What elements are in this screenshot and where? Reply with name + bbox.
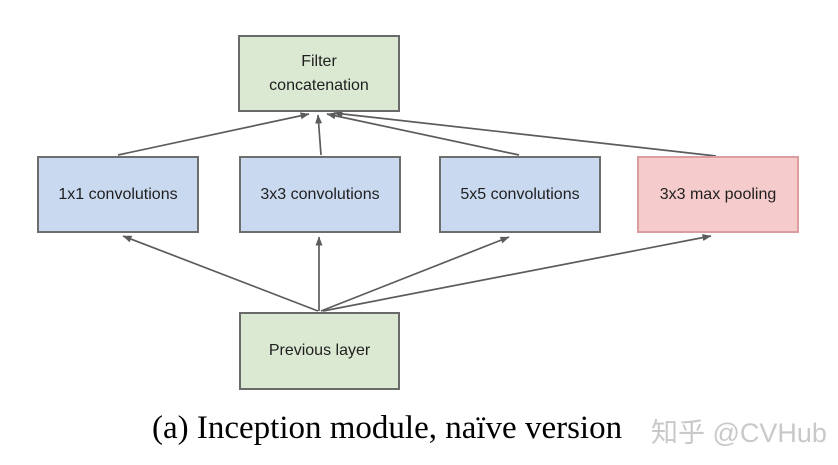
node-label: Filter concatenation	[269, 53, 369, 94]
watermark: 知乎 @CVHub	[651, 418, 827, 448]
node-3x3-convolutions: 3x3 convolutions	[239, 156, 401, 233]
node-previous-layer: Previous layer	[239, 312, 400, 390]
edge-conv1x1-to-filter-concat	[117, 112, 310, 156]
edge-previous-to-conv1x1	[122, 235, 319, 312]
edge-conv5x5-to-filter-concat	[326, 112, 520, 156]
node-5x5-convolutions: 5x5 convolutions	[439, 156, 601, 233]
edge-previous-to-maxpool	[322, 234, 712, 312]
edge-previous-to-conv5x5	[320, 236, 510, 312]
node-label: 1x1 convolutions	[58, 185, 178, 203]
edge-conv3x3-to-filter-concat	[315, 114, 323, 156]
edge-maxpool-to-filter-concat	[333, 110, 717, 157]
node-label: 5x5 convolutions	[460, 185, 580, 203]
figure-caption: (a) Inception module, naïve version	[152, 410, 623, 446]
node-label: 3x3 convolutions	[260, 185, 380, 203]
node-3x3-max-pooling: 3x3 max pooling	[637, 156, 799, 233]
node-label: Previous layer	[268, 342, 371, 360]
node-filter-concatenation: Filter concatenation	[238, 35, 400, 112]
node-1x1-convolutions: 1x1 convolutions	[37, 156, 199, 233]
node-label: 3x3 max pooling	[659, 185, 777, 203]
